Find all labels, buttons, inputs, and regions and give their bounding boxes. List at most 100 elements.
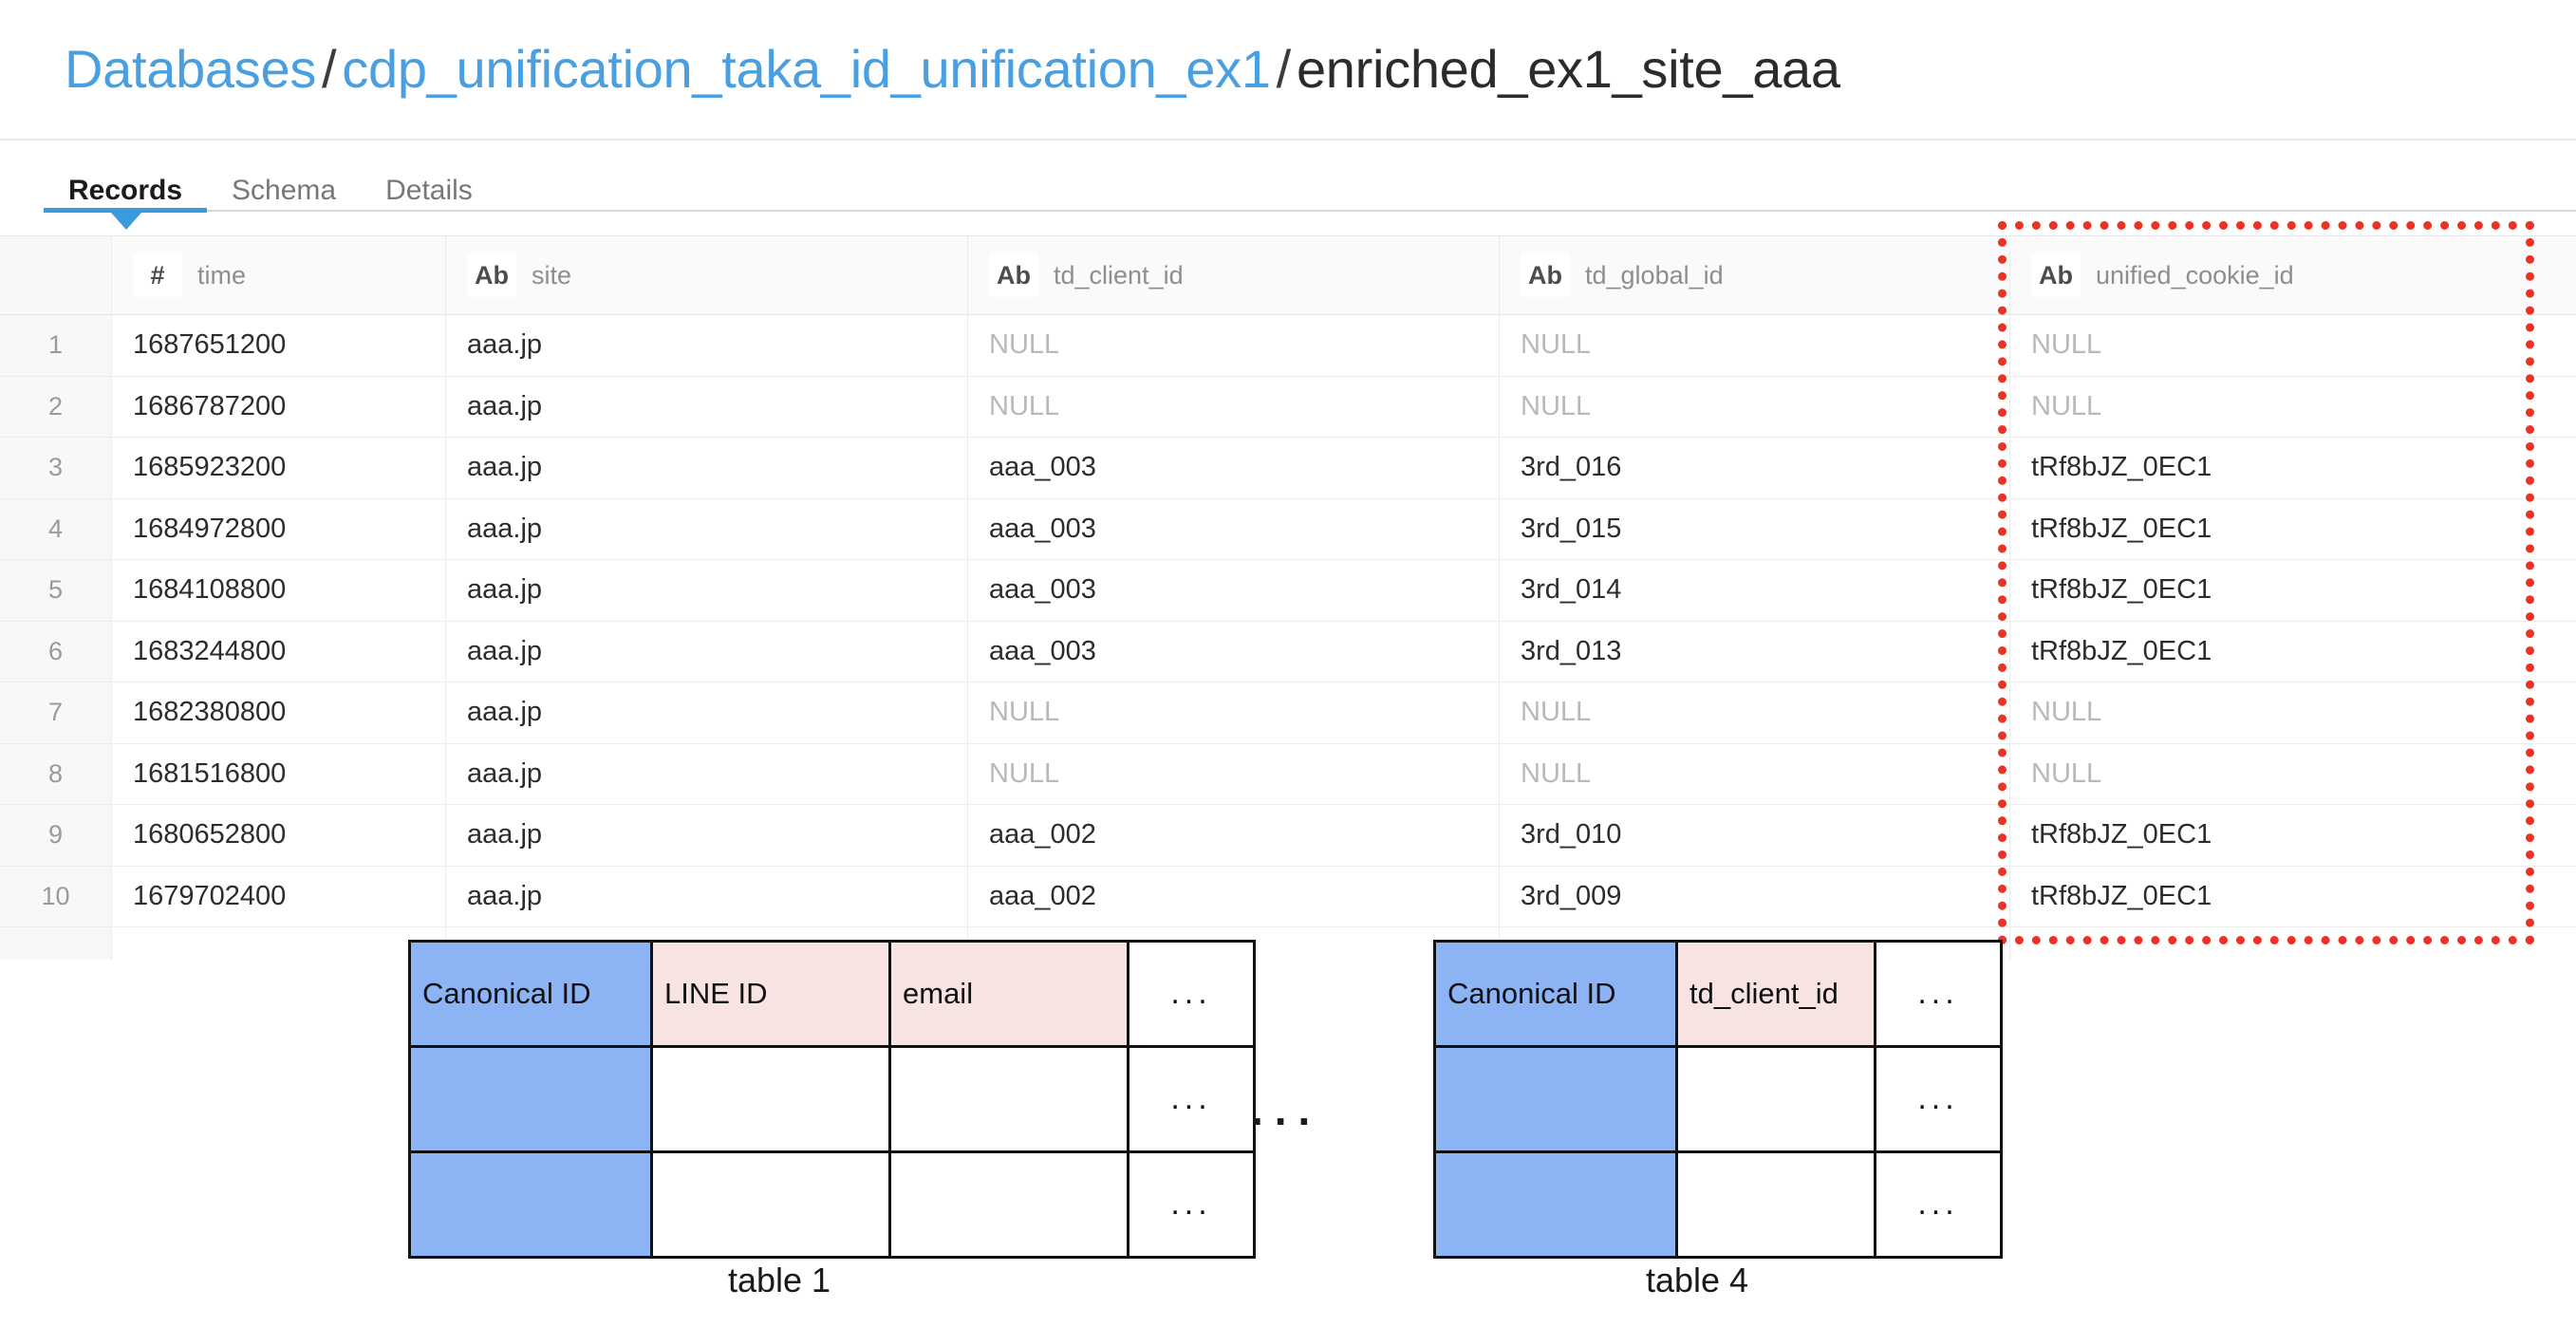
diagram-table-4-header-row: Canonical ID td_client_id ...	[1433, 940, 2003, 1048]
cell-td-client-id: aaa_003	[968, 498, 1500, 559]
row-number: 2	[0, 376, 112, 437]
diagram-table-4-cell-canonical-id	[1433, 1150, 1678, 1259]
cell-td-global-id: 3rd_014	[1500, 560, 2010, 621]
column-header-unified-cookie-id-label: unified_cookie_id	[2096, 260, 2294, 290]
cell-unified-cookie-id: NULL	[2031, 697, 2102, 728]
table-row[interactable]: 7 1682380800 aaa.jp NULL NULL NULL	[0, 682, 2576, 744]
cell-unified-cookie-id: NULL	[2031, 390, 2102, 421]
diagram-table-1-header-ellipsis: ...	[1127, 940, 1256, 1048]
cell-td-client-id: NULL	[968, 682, 1500, 743]
cell-td-global-id: NULL	[1500, 743, 2010, 804]
diagram-table-1-cell-canonical-id	[408, 1045, 653, 1153]
column-header-time-label: time	[197, 260, 247, 290]
diagram-table-1: Canonical ID LINE ID email ... ... ...	[408, 940, 1256, 1259]
row-number: 3	[0, 438, 112, 498]
cell-unified-cookie-id: tRf8bJZ_0EC1	[2031, 635, 2212, 666]
cell-unified-cookie-id: tRf8bJZ_0EC1	[2031, 880, 2212, 911]
row-number: 1	[0, 315, 112, 376]
cell-site: aaa.jp	[446, 621, 968, 682]
column-header-td-client-id[interactable]: Ab td_client_id	[968, 236, 1500, 314]
table-row[interactable]: 1 1687651200 aaa.jp NULL NULL NULL	[0, 315, 2576, 377]
type-badge-string-icon: Ab	[467, 253, 516, 297]
diagram-table-4-row: ...	[1433, 1045, 2003, 1153]
diagram-table-4-cell-canonical-id	[1433, 1045, 1678, 1153]
tab-active-caret-icon	[111, 213, 141, 230]
table-row[interactable]: 3 1685923200 aaa.jp aaa_003 3rd_016 tRf8…	[0, 438, 2576, 499]
cell-td-client-id: aaa_003	[968, 560, 1500, 621]
table-row[interactable]: 4 1684972800 aaa.jp aaa_003 3rd_015 tRf8…	[0, 498, 2576, 560]
diagram-table-1-cell-canonical-id	[408, 1150, 653, 1259]
row-number-header	[0, 236, 112, 314]
cell-td-client-id: NULL	[968, 315, 1500, 376]
cell-td-global-id: 3rd_015	[1500, 498, 2010, 559]
row-number: 8	[0, 743, 112, 804]
table-row[interactable]: 10 1679702400 aaa.jp aaa_002 3rd_009 tRf…	[0, 866, 2576, 927]
diagram-table-1-header-canonical-id: Canonical ID	[408, 940, 653, 1048]
cell-unified-cookie-id: NULL	[2031, 757, 2102, 789]
diagram-table-1-cell-line-id	[650, 1045, 891, 1153]
table-row[interactable]: 6 1683244800 aaa.jp aaa_003 3rd_013 tRf8…	[0, 621, 2576, 682]
id-unification-diagram: Canonical ID LINE ID email ... ... ... .…	[0, 940, 2576, 1327]
cell-td-global-id: 3rd_013	[1500, 621, 2010, 682]
diagram-table-4: Canonical ID td_client_id ... ... ...	[1433, 940, 2003, 1259]
tab-schema[interactable]: Schema	[232, 175, 337, 206]
cell-unified-cookie-id: tRf8bJZ_0EC1	[2031, 574, 2212, 606]
diagram-table-1-row: ...	[408, 1045, 1256, 1153]
row-number-placeholder	[0, 927, 112, 960]
row-number: 6	[0, 621, 112, 682]
tab-active-underline	[44, 208, 207, 213]
row-number: 5	[0, 560, 112, 621]
diagram-table-4-header-td-client-id: td_client_id	[1675, 940, 1876, 1048]
cell-unified-cookie-id: tRf8bJZ_0EC1	[2031, 452, 2212, 483]
diagram-table-1-cell-email	[888, 1150, 1129, 1259]
row-number: 4	[0, 498, 112, 559]
row-number: 10	[0, 866, 112, 926]
cell-td-global-id: 3rd_016	[1500, 438, 2010, 498]
cell-unified-cookie-id: tRf8bJZ_0EC1	[2031, 819, 2212, 850]
diagram-table-1-header-line-id: LINE ID	[650, 940, 891, 1048]
cell-unified-cookie-id: tRf8bJZ_0EC1	[2031, 513, 2212, 544]
breadcrumb-separator-1: /	[322, 39, 337, 99]
table-row[interactable]: 5 1684108800 aaa.jp aaa_003 3rd_014 tRf8…	[0, 560, 2576, 622]
type-badge-string-icon: Ab	[1521, 253, 1570, 297]
diagram-table-4-cell-td-client-id	[1675, 1045, 1876, 1153]
column-header-td-global-id[interactable]: Ab td_global_id	[1500, 236, 2010, 314]
column-header-unified-cookie-id[interactable]: Ab unified_cookie_id	[2010, 236, 2576, 314]
table-row[interactable]: 2 1686787200 aaa.jp NULL NULL NULL	[0, 376, 2576, 438]
cell-time: 1684972800	[112, 498, 446, 559]
cell-td-global-id: 3rd_010	[1500, 805, 2010, 866]
cell-td-global-id: 3rd_009	[1500, 866, 2010, 926]
tab-details[interactable]: Details	[385, 175, 473, 206]
cell-unified-cookie-id: NULL	[2031, 329, 2102, 361]
diagram-table-4-cell-ellipsis: ...	[1874, 1045, 2003, 1153]
cell-td-client-id: NULL	[968, 743, 1500, 804]
breadcrumb-databases-link[interactable]: Databases	[65, 39, 317, 99]
cell-time: 1681516800	[112, 743, 446, 804]
breadcrumb-bar: Databases/cdp_unification_taka_id_unific…	[0, 0, 2576, 140]
diagram-table-1-header-row: Canonical ID LINE ID email ...	[408, 940, 1256, 1048]
diagram-table-1-cell-line-id	[650, 1150, 891, 1259]
tab-records[interactable]: Records	[68, 175, 183, 206]
diagram-table-1-caption: table 1	[727, 1261, 831, 1299]
cell-site: aaa.jp	[446, 743, 968, 804]
column-header-site[interactable]: Ab site	[446, 236, 968, 314]
table-row[interactable]: 8 1681516800 aaa.jp NULL NULL NULL	[0, 743, 2576, 805]
cell-time: 1680652800	[112, 805, 446, 866]
cell-site: aaa.jp	[446, 376, 968, 437]
column-header-time[interactable]: # time	[112, 236, 446, 314]
diagram-table-4-header-canonical-id: Canonical ID	[1433, 940, 1678, 1048]
diagram-table-4-cell-ellipsis: ...	[1874, 1150, 2003, 1259]
cell-time: 1679702400	[112, 866, 446, 926]
cell-site: aaa.jp	[446, 560, 968, 621]
type-badge-number-icon: #	[133, 253, 182, 297]
column-header-td-global-id-label: td_global_id	[1585, 260, 1724, 290]
table-row[interactable]: 9 1680652800 aaa.jp aaa_002 3rd_010 tRf8…	[0, 805, 2576, 867]
breadcrumb-separator-2: /	[1276, 39, 1292, 99]
cell-time: 1682380800	[112, 682, 446, 743]
column-header-td-client-id-label: td_client_id	[1054, 260, 1184, 290]
cell-time: 1686787200	[112, 376, 446, 437]
cell-td-global-id: NULL	[1500, 315, 2010, 376]
diagram-table-4-caption: table 4	[1645, 1261, 1749, 1299]
breadcrumb-database-link[interactable]: cdp_unification_taka_id_unification_ex1	[342, 39, 1271, 99]
cell-site: aaa.jp	[446, 805, 968, 866]
